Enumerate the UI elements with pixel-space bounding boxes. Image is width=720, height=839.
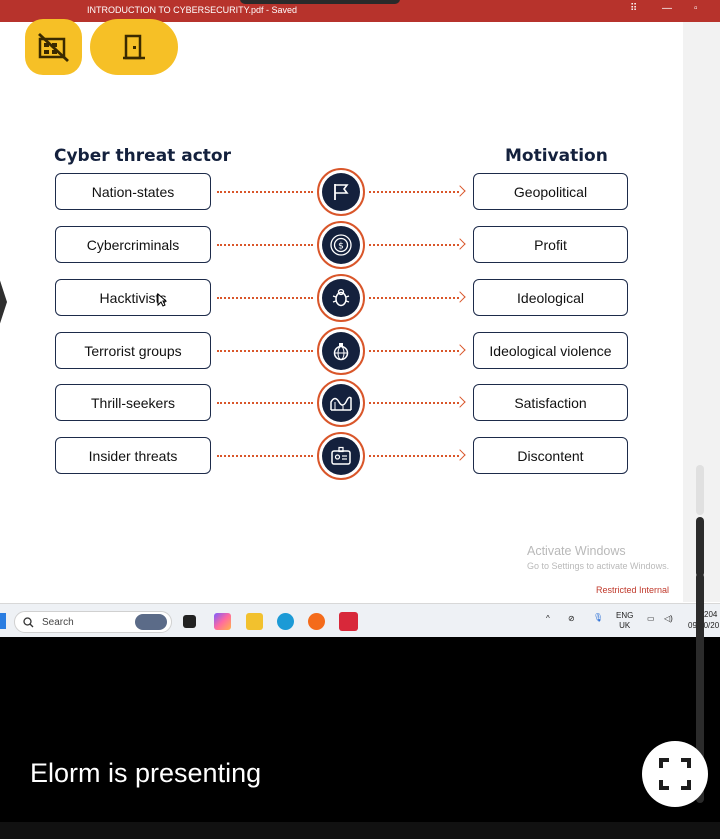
- scrollbar-thumb[interactable]: [696, 517, 704, 577]
- network-off-icon[interactable]: ⊘: [568, 614, 575, 624]
- motivation-box: Geopolitical: [473, 173, 628, 210]
- connector-dots: [217, 350, 313, 352]
- window-menu-icon[interactable]: ⠿: [630, 3, 637, 14]
- window-titlebar: INTRODUCTION TO CYBERSECURITY.pdf - Save…: [0, 0, 720, 22]
- actor-box: Insider threats: [55, 437, 211, 474]
- display-icon[interactable]: ▭: [647, 614, 655, 624]
- viewer-scroll-strip: [683, 22, 720, 602]
- camera-toggle-button[interactable]: [25, 19, 82, 75]
- scrollbar-track: [696, 465, 704, 515]
- actor-icon-circle: [317, 327, 365, 375]
- activate-windows-title: Activate Windows: [527, 544, 669, 558]
- arrow-icon: [454, 185, 465, 196]
- connector-dots: [369, 402, 459, 404]
- motivation-column-heading: Motivation: [505, 146, 608, 166]
- search-placeholder: Search: [42, 617, 74, 628]
- motivation-box: Satisfaction: [473, 384, 628, 421]
- grenade-globe-icon: [330, 340, 352, 362]
- activate-windows-watermark: Activate Windows Go to Settings to activ…: [527, 544, 669, 571]
- leave-button[interactable]: [90, 19, 178, 75]
- windows-taskbar: Search ^ ⊘ 🎙 ENG UK ▭ ◁) 204 09/10/20: [0, 603, 720, 637]
- motivation-box: Discontent: [473, 437, 628, 474]
- connector-dots: [217, 455, 313, 457]
- svg-text:$: $: [338, 242, 344, 252]
- actor-icon-circle: [317, 379, 365, 427]
- language-code: ENG: [616, 611, 633, 621]
- arrow-icon: [454, 449, 465, 460]
- presenting-status: Elorm is presenting: [30, 758, 261, 789]
- door-exit-icon: [119, 32, 149, 62]
- connector-dots: [369, 455, 459, 457]
- shared-screen: INTRODUCTION TO CYBERSECURITY.pdf - Save…: [0, 0, 720, 637]
- actor-icon-circle: [317, 432, 365, 480]
- flag-icon: [330, 181, 352, 203]
- connector-dots: [217, 402, 313, 404]
- connector-dots: [369, 350, 459, 352]
- bug-icon: [330, 287, 352, 309]
- fullscreen-button[interactable]: [642, 741, 708, 807]
- copilot-icon[interactable]: [214, 613, 231, 630]
- minimize-icon[interactable]: —: [662, 3, 672, 14]
- actor-box: Nation-states: [55, 173, 211, 210]
- connector-dots: [217, 191, 313, 193]
- firefox-icon[interactable]: [308, 613, 325, 630]
- fullscreen-icon: [659, 758, 691, 790]
- actor-box: Hacktivists: [55, 279, 211, 316]
- taskbar-search[interactable]: Search: [14, 611, 172, 633]
- search-icon: [23, 617, 34, 628]
- window-title: INTRODUCTION TO CYBERSECURITY.pdf - Save…: [87, 5, 297, 15]
- activate-windows-subtitle: Go to Settings to activate Windows.: [527, 561, 669, 571]
- maximize-icon[interactable]: ▫: [694, 3, 698, 14]
- microphone-icon[interactable]: 🎙: [593, 613, 603, 623]
- motivation-box: Profit: [473, 226, 628, 263]
- edge-icon[interactable]: [277, 613, 294, 630]
- camera-off-icon: [37, 31, 71, 63]
- actor-icon-circle: [317, 168, 365, 216]
- clock[interactable]: 204: [704, 610, 717, 620]
- file-explorer-icon[interactable]: [246, 613, 263, 630]
- chevron-up-icon[interactable]: ^: [546, 614, 550, 624]
- actor-box: Cybercriminals: [55, 226, 211, 263]
- actor-icon-circle: $: [317, 221, 365, 269]
- arrow-icon: [454, 396, 465, 407]
- id-badge-icon: [329, 445, 353, 467]
- motivation-box: Ideological violence: [473, 332, 628, 369]
- dollar-target-icon: $: [329, 233, 353, 257]
- start-button[interactable]: [0, 613, 6, 629]
- clock-time: 204: [704, 610, 717, 620]
- arrow-icon: [454, 291, 465, 302]
- titlebar-overlay: [240, 0, 400, 4]
- connector-dots: [217, 297, 313, 299]
- pdf-reader-icon[interactable]: [339, 612, 358, 631]
- bottom-edge: [0, 822, 720, 839]
- volume-icon[interactable]: ◁): [664, 614, 673, 624]
- classification-label: Restricted Internal: [596, 585, 669, 595]
- connector-dots: [369, 297, 459, 299]
- connector-dots: [369, 244, 459, 246]
- mouse-cursor-icon: [157, 293, 167, 307]
- task-view-icon[interactable]: [183, 615, 196, 628]
- arrow-icon: [454, 344, 465, 355]
- connector-dots: [217, 244, 313, 246]
- language-indicator[interactable]: ENG UK: [616, 611, 633, 631]
- language-region: UK: [616, 621, 633, 631]
- search-highlight-icon: [135, 614, 167, 630]
- previous-page-icon[interactable]: [0, 262, 7, 342]
- actor-box: Terrorist groups: [55, 332, 211, 369]
- motivation-box: Ideological: [473, 279, 628, 316]
- actor-icon-circle: [317, 274, 365, 322]
- connector-dots: [369, 191, 459, 193]
- actor-box: Thrill-seekers: [55, 384, 211, 421]
- actor-column-heading: Cyber threat actor: [54, 146, 231, 166]
- rollercoaster-icon: [329, 392, 353, 414]
- arrow-icon: [454, 238, 465, 249]
